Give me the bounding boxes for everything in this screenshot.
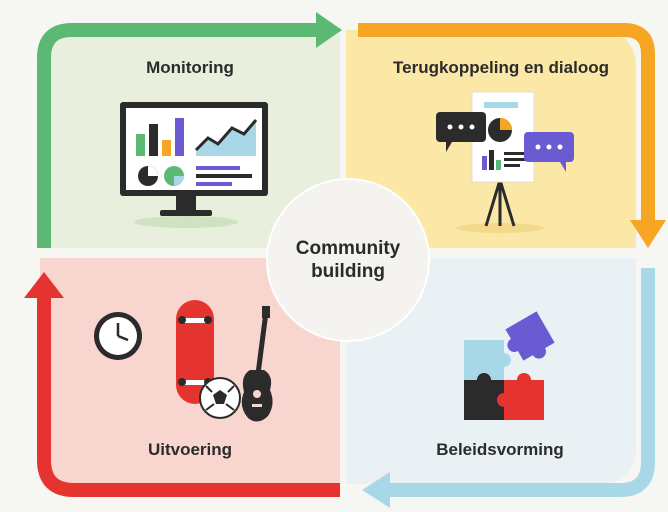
center-title-line2: building (311, 261, 385, 282)
label-uitvoering: Uitvoering (147, 440, 233, 459)
presentation-board-chat-icon (436, 91, 574, 233)
arrow-blue-head (362, 472, 390, 508)
puzzle-pieces-icon (464, 311, 555, 420)
label-terugkoppeling: Terugkoppeling en dialoog (393, 58, 609, 77)
monitor-chart-icon (120, 102, 268, 228)
label-beleidsvorming: Beleidsvorming (436, 440, 564, 459)
arrow-orange-head (630, 220, 666, 248)
center-hub: Community building (268, 180, 428, 340)
arrow-green (37, 23, 318, 248)
arrow-green-head (316, 12, 342, 48)
arrow-red-head (24, 272, 64, 298)
arrow-orange (358, 23, 655, 222)
arrow-blue (388, 268, 655, 497)
arrow-red (37, 298, 340, 497)
clock-skateboard-football-guitar-icon (94, 300, 273, 422)
center-title-line1: Community (295, 238, 401, 259)
label-monitoring: Monitoring (146, 58, 234, 77)
